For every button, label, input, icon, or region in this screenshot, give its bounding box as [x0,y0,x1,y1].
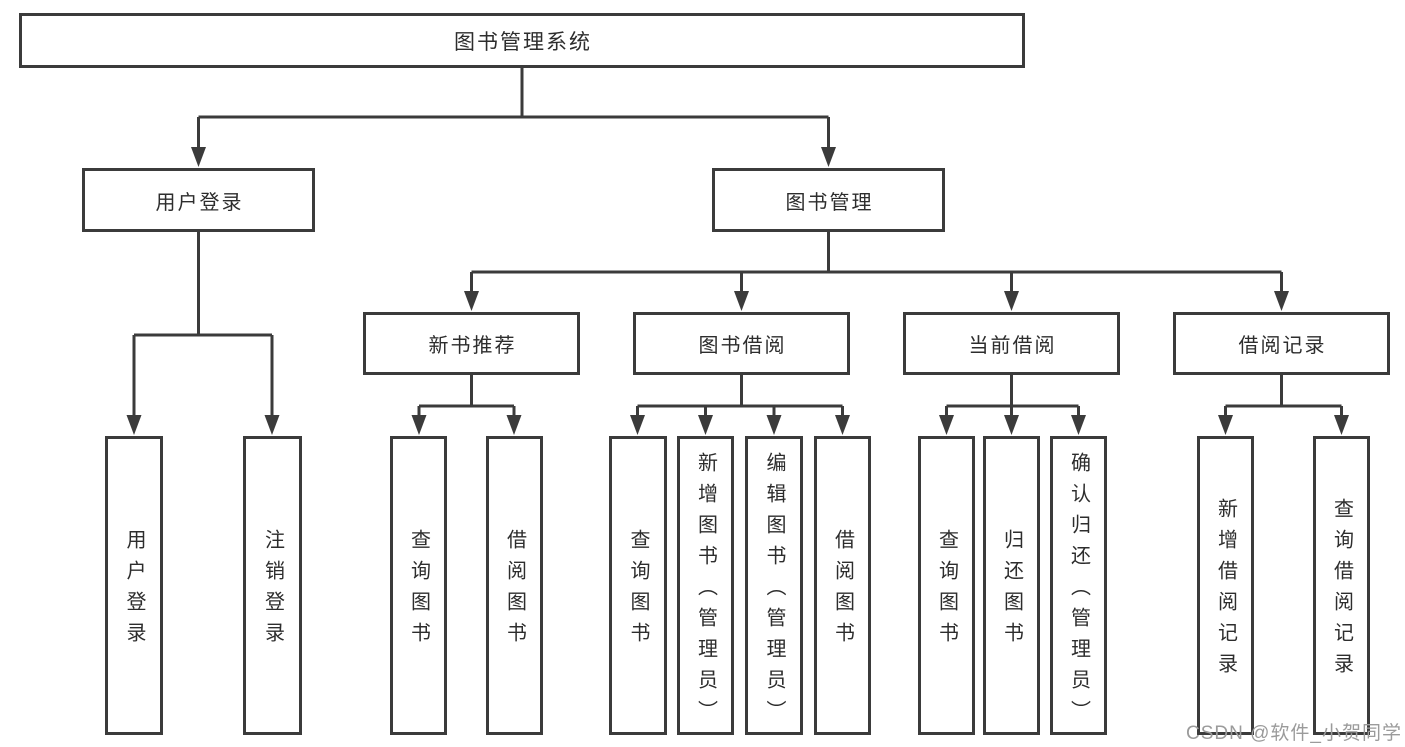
node-current-borrowing-label: 当前借阅 [968,335,1057,357]
leaf-nbr-borrow-books-label: 借阅图书 [503,529,526,653]
leaf-br-query-borrow-record-label: 查询借阅记录 [1330,498,1353,684]
leaf-logout: 注销登录 [243,436,302,735]
leaf-bb-add-books-admin-label: 新增图书（管理员） [694,451,717,731]
node-book-borrowing: 图书借阅 [633,312,850,375]
leaf-br-query-borrow-record: 查询借阅记录 [1313,436,1370,735]
node-book-management: 图书管理 [712,168,945,232]
leaf-logout-label: 注销登录 [261,529,284,653]
leaf-nbr-query-books-label: 查询图书 [407,529,430,653]
node-book-management-label: 图书管理 [785,191,874,214]
node-book-borrowing-label: 图书借阅 [698,335,787,357]
leaf-bb-edit-books-admin: 编辑图书（管理员） [745,436,803,735]
leaf-cb-query-books-label: 查询图书 [935,529,958,653]
node-borrowing-records: 借阅记录 [1173,312,1390,375]
node-library-system-label: 图书管理系统 [454,30,592,54]
leaf-nbr-borrow-books: 借阅图书 [486,436,543,735]
leaf-cb-return-books-label: 归还图书 [1000,529,1023,653]
node-user-login-label: 用户登录 [155,191,244,214]
connector-paths [132,68,1343,417]
leaf-bb-query-books-label: 查询图书 [627,529,649,653]
leaf-user-login-label: 用户登录 [123,529,145,653]
leaf-cb-confirm-return-admin-label: 确认归还（管理员） [1067,451,1090,731]
node-new-book-recommend-label: 新书推荐 [428,335,517,357]
leaf-bb-add-books-admin: 新增图书（管理员） [677,436,734,735]
leaf-cb-query-books: 查询图书 [918,436,975,735]
leaf-bb-query-books: 查询图书 [609,436,667,735]
node-new-book-recommend: 新书推荐 [363,312,580,375]
node-current-borrowing: 当前借阅 [903,312,1120,375]
leaf-user-login: 用户登录 [105,436,163,735]
leaf-bb-edit-books-admin-label: 编辑图书（管理员） [763,451,785,731]
leaf-bb-borrow-books-label: 借阅图书 [831,529,854,653]
leaf-cb-return-books: 归还图书 [983,436,1040,735]
leaf-bb-borrow-books: 借阅图书 [814,436,871,735]
leaf-br-add-borrow-record-label: 新增借阅记录 [1214,498,1237,684]
node-borrowing-records-label: 借阅记录 [1238,335,1327,357]
leaf-nbr-query-books: 查询图书 [390,436,447,735]
node-library-system: 图书管理系统 [19,13,1025,68]
leaf-cb-confirm-return-admin: 确认归还（管理员） [1050,436,1107,735]
leaf-br-add-borrow-record: 新增借阅记录 [1197,436,1254,735]
node-user-login: 用户登录 [82,168,315,232]
